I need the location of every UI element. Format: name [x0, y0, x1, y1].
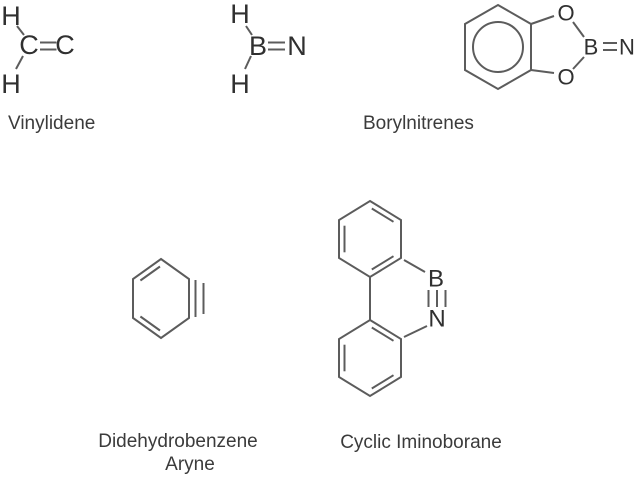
borylnitrenes-label: Borylnitrenes	[363, 113, 474, 134]
single-bond	[403, 259, 426, 273]
single-bond	[244, 55, 252, 70]
aryne-label-line1: Didehydrobenzene	[98, 431, 258, 452]
single-bond	[15, 55, 24, 70]
single-bond	[530, 15, 555, 25]
single-bond	[403, 325, 428, 338]
aryne-label-line2: Aryne	[165, 454, 215, 475]
atom-label-h: H	[1, 1, 21, 31]
triple-bond-strokes	[194, 280, 205, 317]
benzene-ring	[132, 257, 190, 340]
benzene-ring-bottom	[338, 319, 402, 397]
cyclic-iminoborane-structure: B N Cyclic Iminoborane	[338, 200, 502, 453]
atom-label-n: N	[287, 31, 307, 61]
triple-bond	[427, 290, 447, 307]
single-bond	[245, 25, 253, 36]
atom-label-c: C	[19, 30, 39, 60]
benzene-ring-top	[338, 200, 402, 278]
aromatic-circle	[472, 21, 524, 73]
single-bond	[572, 21, 585, 38]
inner-double-bond-stroke	[139, 265, 161, 282]
single-bond	[530, 69, 555, 74]
single-bond	[16, 25, 25, 36]
cyclic-iminoborane-label: Cyclic Iminoborane	[340, 432, 502, 453]
inner-double-bond-stroke	[139, 315, 161, 332]
atom-label-n: N	[619, 35, 635, 60]
borylnitrene-parent-structure: H B N H	[230, 0, 307, 99]
atom-label-b: B	[428, 266, 444, 293]
benzene-ring	[464, 3, 532, 91]
atom-label-h: H	[230, 69, 250, 99]
atom-label-b: B	[249, 31, 267, 61]
double-bond	[40, 41, 57, 51]
atom-label-o: O	[557, 65, 574, 90]
atom-label-o: O	[557, 1, 574, 26]
vinylidene-structure: H C C H Vinylidene	[1, 1, 95, 134]
atom-label-c: C	[55, 30, 75, 60]
atom-label-n: N	[428, 306, 445, 333]
atom-label-h: H	[1, 69, 21, 99]
atom-label-h: H	[230, 0, 250, 29]
borylnitrene-catechol-structure: O B N O Borylnitrenes	[363, 1, 635, 135]
aryne-structure: Didehydrobenzene Aryne	[98, 257, 258, 475]
double-bond	[603, 42, 617, 51]
atom-label-b: B	[584, 35, 599, 60]
vinylidene-label: Vinylidene	[8, 113, 95, 134]
single-bond	[572, 56, 585, 70]
double-bond	[268, 41, 285, 51]
